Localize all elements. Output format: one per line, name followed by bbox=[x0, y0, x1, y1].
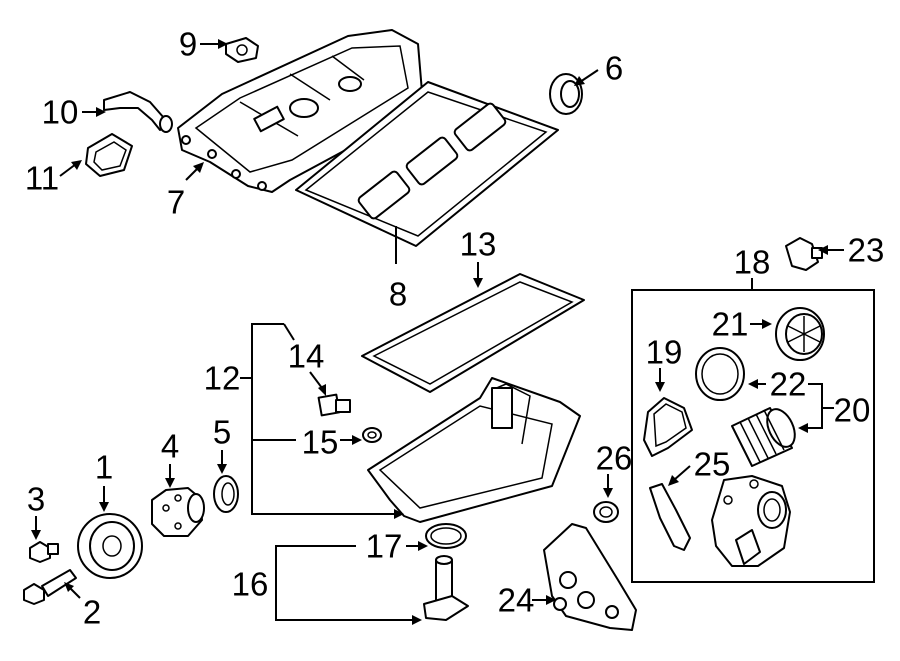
seal-ring bbox=[549, 73, 583, 115]
oil-pickup-tube bbox=[423, 555, 469, 621]
oil-cap bbox=[85, 133, 133, 177]
callout-1: 1 bbox=[94, 448, 114, 486]
valve-cover-gasket bbox=[295, 81, 559, 247]
callout-9: 9 bbox=[178, 25, 198, 63]
o-ring-17 bbox=[425, 523, 467, 549]
callout-21: 21 bbox=[711, 305, 749, 343]
callout-23: 23 bbox=[847, 231, 885, 269]
oil-cooler-part bbox=[711, 475, 791, 567]
drain-washer bbox=[362, 427, 382, 443]
long-bolt bbox=[23, 569, 77, 605]
crank-pulley bbox=[77, 513, 143, 579]
crank-seal bbox=[213, 475, 239, 513]
callout-15: 15 bbox=[301, 423, 339, 461]
filter-cap bbox=[775, 307, 825, 361]
callout-16: 16 bbox=[231, 565, 269, 603]
callout-24: 24 bbox=[497, 581, 535, 619]
callout-5: 5 bbox=[212, 413, 232, 451]
callout-22: 22 bbox=[769, 365, 807, 403]
callout-12: 12 bbox=[203, 359, 241, 397]
seal-strip-25 bbox=[649, 483, 691, 551]
small-bolt bbox=[29, 541, 59, 563]
valve-cover bbox=[177, 29, 423, 193]
callout-4: 4 bbox=[160, 427, 180, 465]
callout-19: 19 bbox=[645, 333, 683, 371]
filter-element bbox=[731, 407, 796, 467]
crank-hub bbox=[151, 487, 205, 537]
callout-2: 2 bbox=[82, 593, 102, 631]
callout-26: 26 bbox=[595, 439, 633, 477]
callout-18: 18 bbox=[733, 243, 771, 281]
o-ring-22 bbox=[695, 347, 745, 401]
small-gasket bbox=[225, 37, 259, 63]
callout-17: 17 bbox=[365, 527, 403, 565]
gasket-19 bbox=[643, 397, 693, 457]
callout-7: 7 bbox=[166, 183, 186, 221]
callout-3: 3 bbox=[26, 480, 46, 518]
callout-11: 11 bbox=[24, 159, 60, 197]
callout-20: 20 bbox=[833, 391, 871, 429]
oil-filter-housing bbox=[543, 523, 637, 631]
callout-6: 6 bbox=[604, 49, 624, 87]
callout-8: 8 bbox=[388, 275, 408, 313]
oil-pan bbox=[367, 377, 581, 523]
sensor-23 bbox=[785, 237, 823, 271]
oil-pan-gasket bbox=[361, 273, 585, 393]
callout-25: 25 bbox=[693, 445, 731, 483]
callout-13: 13 bbox=[459, 225, 497, 263]
drain-plug bbox=[317, 393, 351, 417]
leader-lines bbox=[31, 39, 844, 625]
plug-26 bbox=[593, 501, 619, 523]
vent-tube bbox=[103, 91, 173, 133]
callout-10: 10 bbox=[41, 93, 79, 131]
callout-14: 14 bbox=[287, 337, 325, 375]
